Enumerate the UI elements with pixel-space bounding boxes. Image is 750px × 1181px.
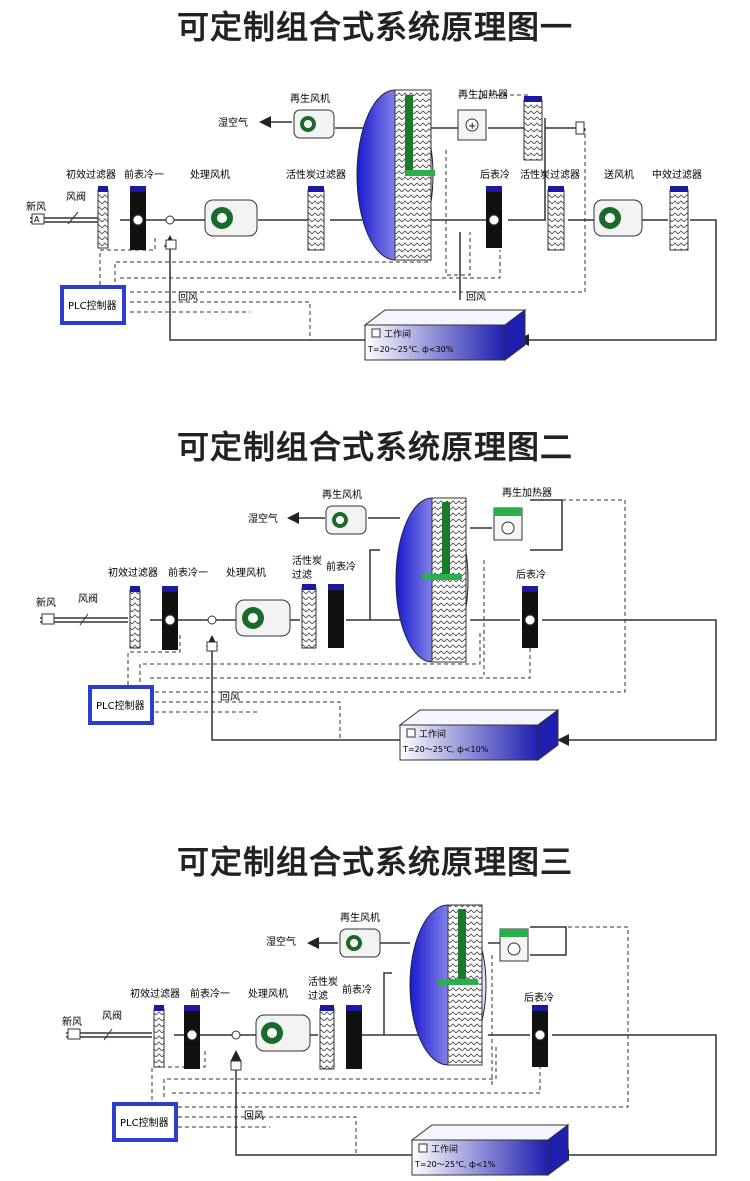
plc-controller (112, 1102, 178, 1142)
label-room: 工作间 (431, 1143, 458, 1155)
room-conditions: T=20～25℃, ф<10% (402, 745, 489, 754)
schematic-1: 新风 A 风阀 初效过滤器 前表冷一 处理风机 活性炭过滤器 (26, 88, 717, 361)
work-room: 工作间 T=20～25℃, ф<10% (398, 709, 560, 761)
label-wet-air: 湿空气 (248, 512, 278, 525)
label-regen-fan: 再生风机 (340, 911, 380, 924)
humidity-sensor-icon (230, 1060, 242, 1071)
label-return-air-2: 回风 (466, 291, 486, 303)
desiccant-wheel (409, 904, 487, 1066)
label-plc: PLC控制器 (68, 299, 117, 312)
diagram-3: 可定制组合式系统原理图三 (0, 835, 750, 1181)
label-pre-cooler-2: 前表冷 (342, 983, 372, 996)
label-regen-heater: 再生加热器 (502, 486, 552, 499)
label-post-cooler: 后表冷 (516, 568, 546, 581)
label-post-cooler: 后表冷 (524, 991, 554, 1004)
diagram-title: 可定制组合式系统原理图一 (176, 8, 573, 46)
label-fresh-air: 新风 (26, 200, 46, 213)
desiccant-wheel (356, 89, 435, 261)
label-plc: PLC控制器 (120, 1116, 169, 1129)
primary-filter (153, 1008, 165, 1068)
desiccant-wheel (395, 497, 469, 663)
label-pre-cooler-2: 前表冷 (326, 560, 356, 573)
carbon-filter (301, 587, 317, 649)
room-conditions: T=20～25℃, ф<30% (367, 345, 454, 354)
label-wet-air: 湿空气 (218, 116, 248, 129)
label-return-air: 回风 (178, 291, 198, 303)
label-carbon-filter-2: 活性炭过滤器 (520, 168, 580, 181)
carbon-filter (307, 189, 325, 251)
medium-filter (669, 189, 689, 251)
label-regen-fan: 再生风机 (322, 488, 362, 501)
label-damper: 风阀 (78, 592, 98, 605)
label-pre-cooler: 前表冷一 (168, 566, 208, 579)
plc-controller (60, 285, 126, 325)
svg-text:+: + (468, 121, 476, 132)
label-regen-fan: 再生风机 (290, 92, 330, 105)
svg-text:A: A (34, 215, 40, 224)
humidity-sensor-icon (165, 239, 177, 250)
label-primary-filter: 初效过滤器 (66, 168, 116, 181)
diagram-1: 可定制组合式系统原理图一 (0, 0, 750, 390)
label-primary-filter: 初效过滤器 (108, 566, 158, 579)
damper-icon (67, 211, 79, 225)
label-fresh-air: 新风 (62, 1015, 82, 1028)
label-room: 工作间 (419, 728, 446, 740)
diagram-title: 可定制组合式系统原理图二 (176, 428, 573, 466)
label-process-fan: 处理风机 (226, 566, 266, 579)
work-room: 工作间 T=20～25℃, ф<1% (410, 1124, 570, 1176)
label-pre-cooler: 前表冷一 (124, 168, 164, 181)
label-fresh-air: 新风 (36, 596, 56, 609)
carbon-filter (319, 1008, 335, 1070)
label-medium-filter: 中效过滤器 (652, 168, 702, 181)
label-carbon-filter: 活性炭过滤器 (286, 168, 346, 181)
label-carbon-filter-l1: 活性炭 (308, 975, 338, 988)
primary-filter (129, 589, 141, 649)
schematic-2: 新风 风阀 初效过滤器 前表冷一 处理风机 活性炭 过滤 前表冷 再生风机 (36, 486, 717, 761)
humidity-sensor-icon (206, 641, 218, 652)
room-conditions: T=20～25℃, ф<1% (414, 1160, 496, 1169)
diagram-2: 可定制组合式系统原理图二 (0, 420, 750, 800)
work-room: 工作间 T=20～25℃, ф<30% (363, 309, 527, 361)
label-process-fan: 处理风机 (248, 987, 288, 1000)
label-damper: 风阀 (102, 1009, 122, 1022)
label-pre-cooler: 前表冷一 (190, 987, 230, 1000)
label-regen-heater: 再生加热器 (458, 88, 508, 101)
label-wet-air: 湿空气 (266, 935, 296, 948)
plc-controller (88, 685, 154, 725)
schematic-3: 新风 风阀 初效过滤器 前表冷一 处理风机 活性炭 过滤 前表冷 再生风机 (62, 904, 717, 1176)
label-carbon-filter-l2: 过滤 (308, 989, 328, 1002)
carbon-filter-2 (547, 189, 565, 251)
label-primary-filter: 初效过滤器 (130, 987, 180, 1000)
label-room: 工作间 (384, 328, 411, 340)
label-carbon-filter-l1: 活性炭 (292, 554, 322, 567)
label-return-air: 回风 (244, 1110, 264, 1122)
label-return-air: 回风 (220, 691, 240, 703)
pre-cooler-2 (346, 1009, 362, 1069)
label-supply-fan: 送风机 (604, 168, 634, 181)
pre-cooler-2 (328, 588, 344, 648)
damper-icon (79, 613, 89, 626)
label-post-cooler: 后表冷 (480, 168, 510, 181)
label-process-fan: 处理风机 (190, 168, 230, 181)
damper-icon (103, 1028, 113, 1041)
primary-filter (97, 189, 109, 249)
label-plc: PLC控制器 (96, 699, 145, 712)
label-carbon-filter-l2: 过滤 (292, 568, 312, 581)
diagram-title: 可定制组合式系统原理图三 (176, 843, 573, 881)
label-damper: 风阀 (66, 190, 86, 203)
